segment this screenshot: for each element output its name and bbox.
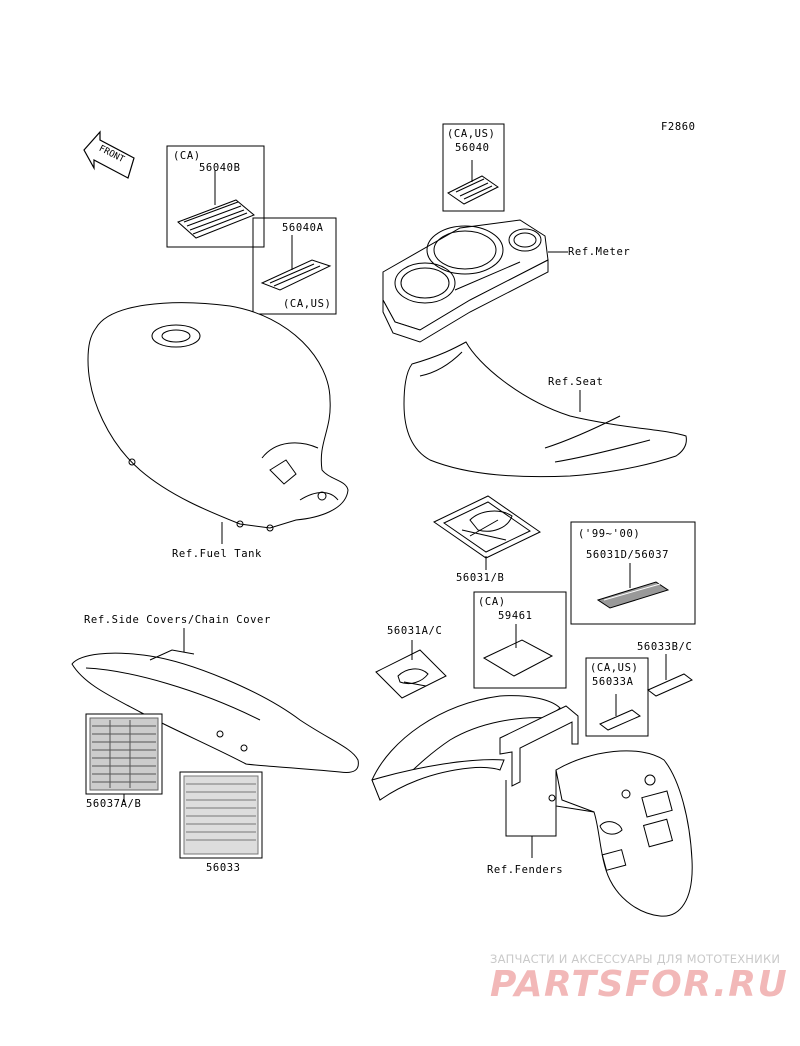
rear-fender-drawing xyxy=(548,750,693,917)
label-box-56040a xyxy=(252,217,337,315)
front-fender-drawing xyxy=(371,695,579,801)
part-number-56040: 56040 xyxy=(455,142,490,154)
watermark-logo: PARTSFOR.RU xyxy=(490,964,788,1005)
label-ca-us-56033a: (CA,US) xyxy=(590,662,639,674)
ref-fuel-tank-label: Ref.Fuel Tank xyxy=(172,548,262,560)
seat-drawing xyxy=(403,341,687,478)
year-range-label: ('99~'00) xyxy=(578,528,641,540)
ref-side-covers-label: Ref.Side Covers/Chain Cover xyxy=(84,614,271,626)
decal-56033bc xyxy=(647,673,693,697)
label-ca-56040b: (CA) xyxy=(173,150,201,162)
label-box-56033a xyxy=(585,657,649,737)
decal-56040a xyxy=(260,259,332,291)
figure-code: F2860 xyxy=(661,121,696,133)
label-box-56040b xyxy=(166,145,265,248)
part-number-59461: 59461 xyxy=(498,610,533,622)
decal-56033 xyxy=(179,771,263,859)
ref-fenders-label: Ref.Fenders xyxy=(487,864,564,876)
watermark-subtitle: ЗАПЧАСТИ И АКСЕССУАРЫ ДЛЯ МОТОТЕХНИКИ xyxy=(490,952,781,966)
label-box-56040 xyxy=(442,123,505,212)
decal-59461 xyxy=(482,639,554,677)
part-number-56033: 56033 xyxy=(206,862,241,874)
decal-56037ab xyxy=(85,713,163,795)
ref-seat-label: Ref.Seat xyxy=(548,376,604,388)
label-ca-59461: (CA) xyxy=(478,596,506,608)
part-number-56040a: 56040A xyxy=(282,222,324,234)
label-box-56031d xyxy=(570,521,696,625)
part-number-56031ac: 56031A/C xyxy=(387,625,443,637)
part-number-56031b: 56031/B xyxy=(456,572,505,584)
svg-text:PARTSFOR.RU: PARTSFOR.RU xyxy=(490,964,788,1005)
decal-56031ac xyxy=(375,649,447,699)
decal-56040b xyxy=(177,199,255,239)
meter-cluster-drawing xyxy=(382,219,549,343)
decal-56033a xyxy=(599,709,641,731)
part-number-56033bc: 56033B/C xyxy=(637,641,693,653)
decal-56031d xyxy=(596,581,670,609)
ref-meter-label: Ref.Meter xyxy=(568,246,631,258)
part-number-56031d-56037: 56031D/56037 xyxy=(586,549,670,561)
part-number-56037ab: 56037A/B xyxy=(86,798,142,810)
part-number-56040b: 56040B xyxy=(199,162,241,174)
label-ca-us-56040a: (CA,US) xyxy=(283,298,332,310)
fuel-tank-drawing xyxy=(87,302,349,532)
front-arrow-icon: FRONT xyxy=(83,130,135,179)
decal-56031b xyxy=(433,495,541,559)
label-ca-us-56040: (CA,US) xyxy=(447,128,496,140)
label-box-59461 xyxy=(473,591,567,689)
decal-56040 xyxy=(447,175,499,205)
part-number-56033a: 56033A xyxy=(592,676,634,688)
